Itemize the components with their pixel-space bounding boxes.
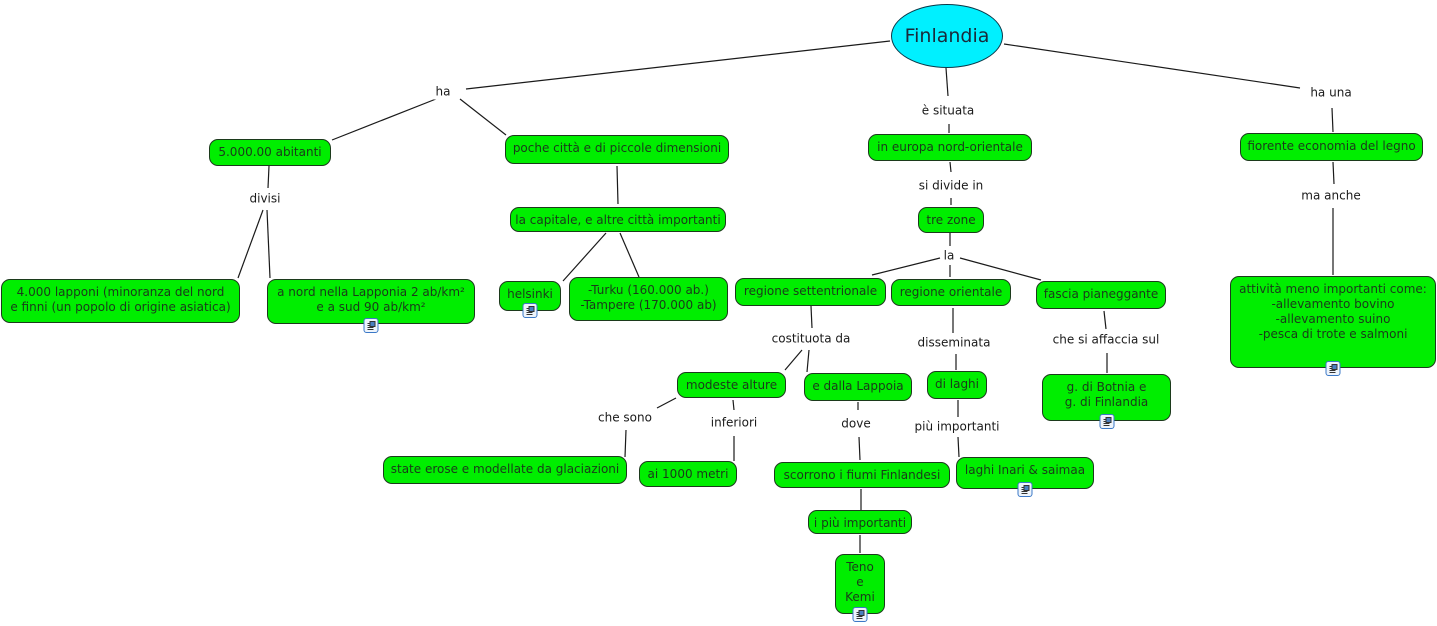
resource-document-icon[interactable] xyxy=(852,607,868,622)
resource-document-icon[interactable] xyxy=(363,318,379,333)
concept-teno-kemi[interactable]: Teno e Kemi xyxy=(835,554,885,614)
concept-densita[interactable]: a nord nella Lapponia 2 ab/km² e a sud 9… xyxy=(267,279,475,324)
concept-label: -Turku (160.000 ab.) -Tampere (170.000 a… xyxy=(580,283,717,312)
concept-label: laghi Inari & saimaa xyxy=(964,463,1086,477)
concept-europa[interactable]: in europa nord-orientale xyxy=(868,134,1032,161)
concept-settentrionale[interactable]: regione settentrionale xyxy=(735,278,886,306)
linking-phrase-ha-una[interactable]: ha una xyxy=(1308,85,1354,101)
concept-legno[interactable]: fiorente economia del legno xyxy=(1240,133,1423,161)
concept-label: 5.000.00 abitanti xyxy=(218,145,322,159)
concept-attivita[interactable]: attività meno importanti come: -allevame… xyxy=(1230,276,1436,368)
concept-helsinki[interactable]: helsinki xyxy=(499,281,561,311)
concept-citta[interactable]: poche città e di piccole dimensioni xyxy=(505,135,729,164)
concept-label: 4.000 lapponi (minoranza del nord e finn… xyxy=(10,285,231,314)
concept-label: g. di Botnia e g. di Finlandia xyxy=(1064,380,1149,409)
linking-phrase-inferiori[interactable]: inferiori xyxy=(708,415,760,431)
concept-turku-tampere[interactable]: -Turku (160.000 ab.) -Tampere (170.000 a… xyxy=(569,277,728,321)
concept-label: a nord nella Lapponia 2 ab/km² e a sud 9… xyxy=(277,285,465,314)
linking-phrase-situata[interactable]: è situata xyxy=(919,103,977,119)
concept-label: state erose e modellate da glaciazioni xyxy=(390,462,620,476)
linking-phrase-costituota[interactable]: costituota da xyxy=(769,331,853,347)
linking-phrase-si-divide[interactable]: si divide in xyxy=(916,178,986,194)
concept-label: la capitale, e altre città importanti xyxy=(515,213,721,227)
concept-label: modeste alture xyxy=(685,378,778,392)
concept-glaciazioni[interactable]: state erose e modellate da glaciazioni xyxy=(383,456,627,484)
linking-phrase-ha[interactable]: ha xyxy=(433,84,453,100)
concept-metri[interactable]: ai 1000 metri xyxy=(639,461,737,487)
linking-phrase-disseminata[interactable]: disseminata xyxy=(915,335,993,351)
concept-tre-zone[interactable]: tre zone xyxy=(918,207,984,233)
concept-label: ai 1000 metri xyxy=(647,467,729,481)
concept-label: scorrono i fiumi Finlandesi xyxy=(783,468,941,482)
linking-phrase-che-si-affaccia[interactable]: che si affaccia sul xyxy=(1050,332,1162,348)
concept-lappoia[interactable]: e dalla Lappoia xyxy=(804,373,912,401)
concept-label: fiorente economia del legno xyxy=(1247,139,1416,153)
concept-label: tre zone xyxy=(926,213,976,227)
concept-piu-importanti[interactable]: i più importanti xyxy=(808,510,912,534)
linking-phrase-la[interactable]: la xyxy=(941,248,957,264)
concept-label: Teno e Kemi xyxy=(845,560,875,604)
root-concept-finlandia[interactable]: Finlandia xyxy=(891,4,1003,68)
linking-phrase-dove[interactable]: dove xyxy=(839,416,873,432)
linking-phrase-piu-importanti[interactable]: più importanti xyxy=(912,419,1002,435)
resource-document-icon[interactable] xyxy=(522,303,538,318)
concept-capitale[interactable]: la capitale, e altre città importanti xyxy=(510,207,726,232)
concept-label: i più importanti xyxy=(813,516,907,530)
linking-phrase-che-sono[interactable]: che sono xyxy=(596,410,654,426)
resource-document-icon[interactable] xyxy=(1325,361,1341,376)
linking-phrase-ma-anche[interactable]: ma anche xyxy=(1299,188,1363,204)
concept-orientale[interactable]: regione orientale xyxy=(891,279,1011,306)
concept-label: attività meno importanti come: -allevame… xyxy=(1239,282,1427,341)
concept-label: regione orientale xyxy=(899,285,1003,299)
concept-fiumi[interactable]: scorrono i fiumi Finlandesi xyxy=(774,462,950,488)
concept-label: helsinki xyxy=(507,287,553,301)
concept-laghi[interactable]: di laghi xyxy=(927,371,987,399)
concept-label: regione settentrionale xyxy=(743,284,878,298)
linking-phrase-divisi[interactable]: divisi xyxy=(247,191,283,207)
resource-document-icon[interactable] xyxy=(1017,482,1033,497)
root-label: Finlandia xyxy=(904,25,990,47)
concept-label: poche città e di piccole dimensioni xyxy=(512,141,722,155)
concept-label: in europa nord-orientale xyxy=(877,140,1023,154)
concept-alture[interactable]: modeste alture xyxy=(677,372,786,398)
concept-label: e dalla Lappoia xyxy=(812,379,904,393)
concept-label: di laghi xyxy=(934,377,979,391)
concept-abitanti[interactable]: 5.000.00 abitanti xyxy=(209,139,331,166)
concept-label: fascia pianeggante xyxy=(1043,287,1159,301)
resource-document-icon[interactable] xyxy=(1099,414,1115,429)
concept-lapponi[interactable]: 4.000 lapponi (minoranza del nord e finn… xyxy=(1,279,240,323)
concept-botnia[interactable]: g. di Botnia e g. di Finlandia xyxy=(1042,374,1171,421)
concept-fascia[interactable]: fascia pianeggante xyxy=(1036,281,1166,309)
